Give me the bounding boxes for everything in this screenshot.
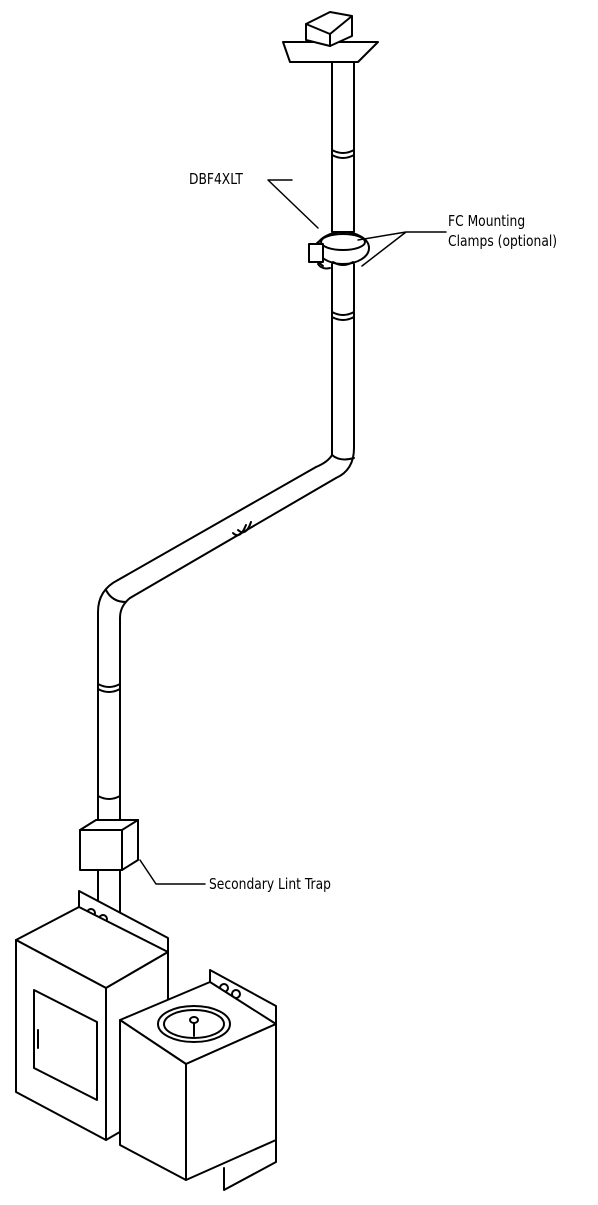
- diagonal-duct: [117, 466, 337, 599]
- fan-leader-line: [267, 179, 319, 229]
- secondary-lint-trap-label: Secondary Lint Trap: [209, 875, 331, 893]
- dryer: [15, 890, 169, 1141]
- lower-vertical-duct: [97, 611, 121, 839]
- upper-elbow: [315, 447, 355, 479]
- lower-elbow: [97, 579, 131, 619]
- fan-label: DBF4XLT: [189, 170, 243, 188]
- secondary-lint-trap: [79, 819, 139, 871]
- clamps-leader-line: [357, 231, 447, 267]
- middle-vertical-duct: [331, 263, 355, 456]
- mounting-clamps-label-line1: FC Mounting: [448, 212, 526, 230]
- lint-trap-leader-line: [139, 859, 206, 885]
- inline-fan: [308, 231, 370, 270]
- leader-lines: [139, 179, 447, 885]
- roof-vent-cap: [282, 11, 379, 63]
- mounting-clamps-label-line2: Clamps (optional): [448, 232, 558, 250]
- washer: [119, 969, 277, 1191]
- upper-vertical-duct: [331, 61, 355, 233]
